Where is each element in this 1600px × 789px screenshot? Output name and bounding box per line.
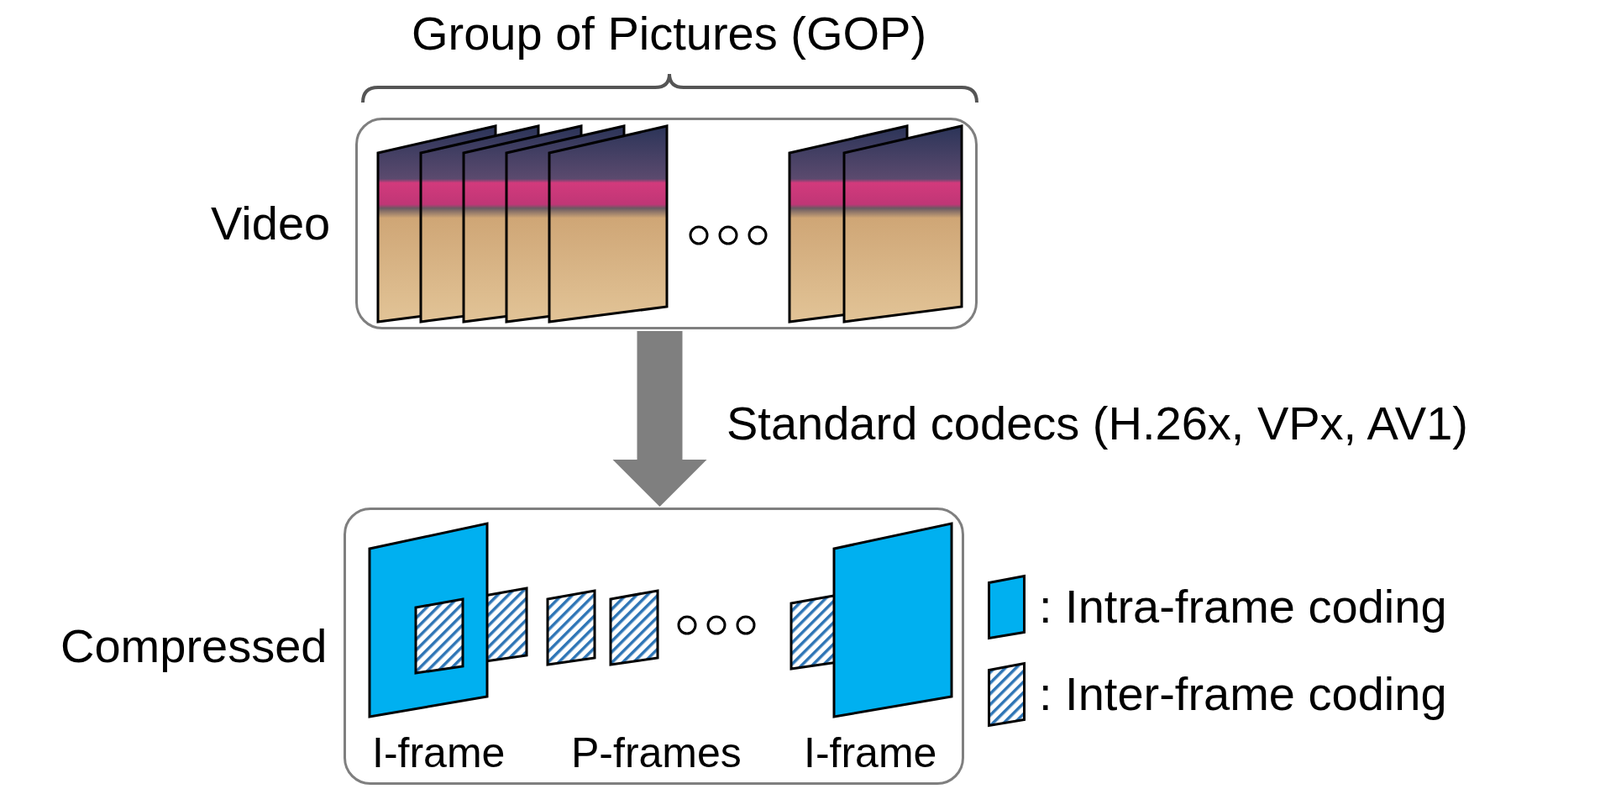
dot (708, 616, 725, 634)
color-swatch (989, 576, 1025, 639)
i-frame-shape (369, 523, 488, 717)
frame-node: I-frame (834, 523, 952, 717)
gop-bracket (362, 73, 977, 103)
i-frame-shape (834, 523, 952, 717)
dot (737, 616, 755, 634)
node-label: Video (210, 196, 331, 251)
dot (678, 616, 696, 634)
video-frame (844, 125, 962, 322)
node-label: I-frame (372, 729, 505, 778)
p-frame (610, 590, 658, 665)
block-arrow (613, 330, 708, 507)
edge-label: Standard codecs (H.26x, VPx, AV1) (724, 396, 1470, 451)
intra-frame (369, 523, 488, 717)
node-label: I-frame (803, 729, 937, 778)
video-frames (377, 125, 962, 322)
p-frames (479, 587, 839, 669)
frame-node: I-frame (369, 523, 488, 717)
legend-text: : Inter-frame coding (1038, 666, 1448, 721)
intra-frame (834, 523, 952, 717)
group-box: CompressedP-framesI-frameI-frame (343, 507, 965, 785)
legend-text: : Intra-frame coding (1038, 579, 1448, 634)
legend-swatch (987, 661, 1026, 727)
p-frame (415, 598, 463, 673)
group-box: Video (355, 117, 978, 330)
video-frame (549, 125, 667, 322)
p-frame (547, 590, 595, 665)
node-text: P-frames (571, 729, 742, 778)
dot (749, 226, 766, 244)
legend-swatch (987, 574, 1026, 640)
node-label: Compressed (60, 619, 327, 673)
bracket-label: Group of Pictures (GOP) (411, 6, 927, 61)
dot (690, 226, 708, 244)
dot (719, 226, 737, 244)
p-frame (791, 594, 839, 669)
hatch-swatch (989, 663, 1025, 726)
